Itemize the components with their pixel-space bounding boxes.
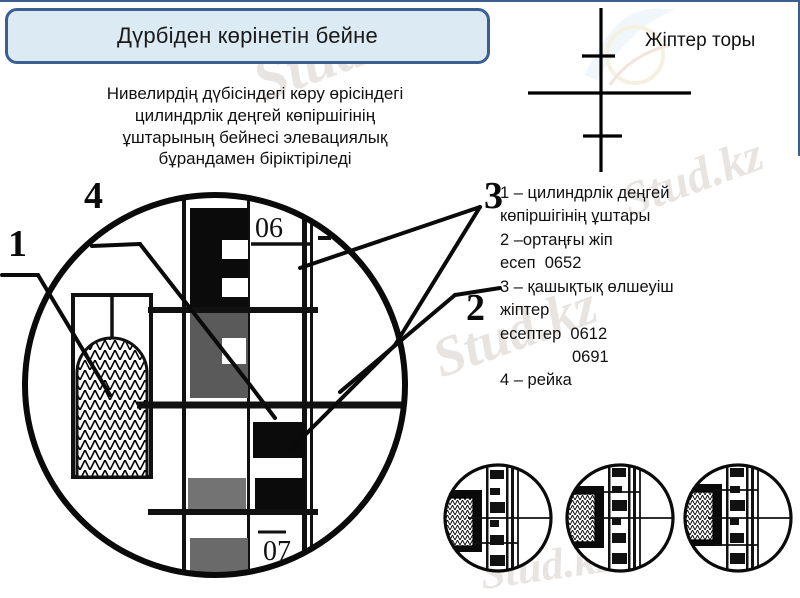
crosshair-lines [137, 307, 405, 515]
legend-item: 2 –ортаңғы жіп [500, 230, 613, 249]
legend-item: көпіршігінің ұштары [500, 207, 651, 226]
legend-item: 4 – рейка [500, 371, 572, 390]
legend-list: 1 – цилиндрлік деңгей көпіршігінің ұштар… [500, 182, 800, 393]
legend-item: 3 – қашықтық өлшеуіш [500, 277, 674, 296]
callout-number-3: 3 [484, 175, 503, 217]
rod-reading-top: 06 [251, 213, 331, 246]
callout-number-4: 4 [84, 175, 103, 217]
slide-frame-top [0, 0, 800, 2]
reticle-diagram [528, 8, 691, 172]
legend-item: есептер 0612 [500, 324, 608, 343]
leveling-rod [182, 195, 313, 575]
mini-view-circle [683, 463, 793, 573]
mini-telescope-views [443, 463, 793, 573]
level-bubble-box [71, 293, 153, 479]
callout-number-1: 1 [8, 223, 27, 265]
page-title: Дүрбіден көрінетін бейне [117, 23, 378, 48]
callout-number-2: 2 [466, 287, 485, 329]
legend-item: есеп 0652 [500, 254, 582, 273]
subtitle-line: цилиндрлік деңгей көпіршігінің [134, 105, 376, 125]
mini-view-circle [565, 463, 675, 573]
legend-item: 1 – цилиндрлік деңгей [500, 184, 670, 202]
field-of-view-circle [22, 192, 408, 578]
legend-item: жіптер [500, 301, 550, 320]
slide-subtitle: Нивелирдің дүбісіндегі көру өрісіндегі ц… [90, 83, 420, 170]
subtitle-line: ұштарының бейнесі элевациялық [122, 127, 388, 147]
rod-reading-bottom: 07 [263, 536, 291, 567]
telescope-view-figure: 06 07 1 2 3 4 [0, 175, 503, 578]
slide-title-box: Дүрбіден көрінетін бейне [5, 8, 490, 64]
mini-view [565, 463, 675, 573]
reticle-caption: Жіптер торы [645, 30, 756, 51]
mini-view [683, 463, 793, 573]
slide-frame-right [798, 0, 800, 156]
subtitle-line: бұрандамен біріктіріледі [158, 149, 352, 169]
callout-leaders [0, 205, 502, 452]
legend-item: 0691 [572, 347, 609, 366]
mini-view [443, 463, 553, 573]
mini-view-circle [443, 463, 553, 573]
subtitle-line: Нивелирдің дүбісіндегі көру өрісіндегі [106, 84, 404, 103]
rod-reading-value: 06 [255, 213, 283, 244]
